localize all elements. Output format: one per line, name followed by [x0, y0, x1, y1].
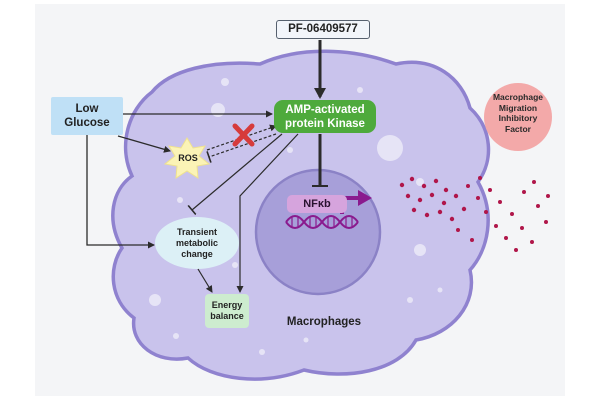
energy-balance-node: Energy balance: [205, 294, 249, 328]
metabolic-line2: metabolic: [175, 238, 218, 248]
macrophages-label: Macrophages: [286, 316, 362, 328]
energy-line2: balance: [210, 311, 244, 321]
low-glucose-node: Low Glucose: [51, 97, 123, 135]
inhibition-cross-icon: [232, 123, 255, 147]
ros-label: ROS: [178, 153, 198, 163]
mif-line1: Macrophage: [492, 92, 544, 102]
pathway-edges: [86, 40, 328, 293]
nucleus: [254, 168, 382, 296]
metabolic-change-node: [155, 217, 239, 269]
ros-starburst-icon: [163, 137, 211, 179]
dna-helix: [285, 215, 359, 229]
energy-line1: Energy: [211, 300, 243, 310]
mif-line4: Factor: [505, 123, 531, 134]
mif-label: Macrophage Migration Inhibitory Factor: [482, 92, 554, 134]
mif-particles: [399, 176, 550, 252]
ampk-line2: protein Kinase: [285, 117, 365, 130]
nfkb-node: NFκb: [287, 195, 347, 213]
cell-vacuoles: [149, 78, 443, 355]
low-glucose-line1: Low: [75, 103, 99, 115]
ampk-line1: AMP-activated: [285, 103, 365, 116]
mif-line3: Inhibitory: [498, 113, 538, 123]
metabolic-change-label: Transient metabolic change: [154, 227, 240, 260]
drug-label: PF-06409577: [276, 20, 370, 39]
low-glucose-line2: Glucose: [64, 117, 110, 129]
ampk-node: AMP-activated protein Kinase: [274, 100, 376, 133]
mif-node: [484, 83, 552, 151]
metabolic-line3: change: [181, 249, 213, 259]
metabolic-line1: Transient: [176, 227, 217, 237]
mif-line2: Migration: [498, 102, 538, 113]
